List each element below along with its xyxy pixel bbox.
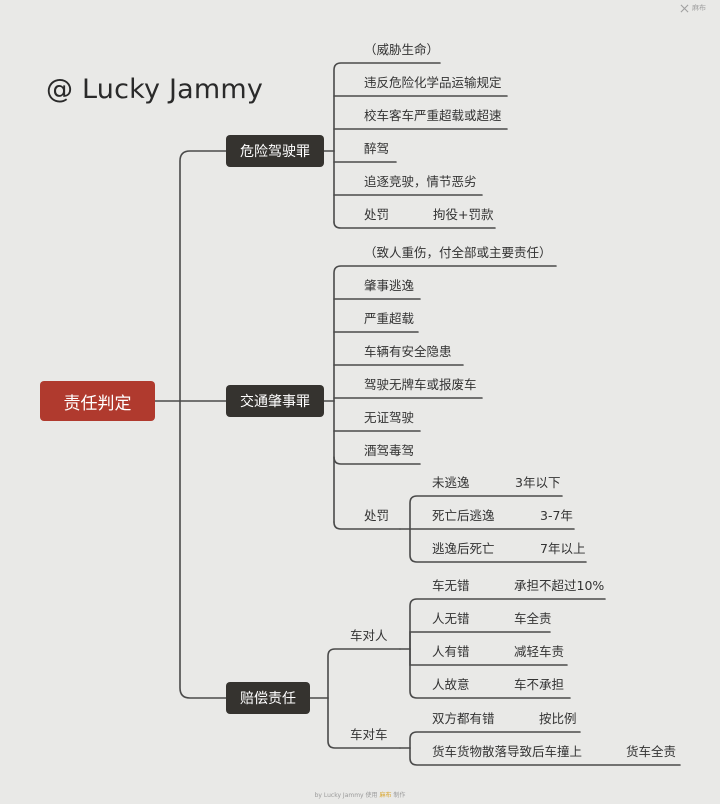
compensation-case: 人有错 — [432, 644, 470, 659]
penalty-term: 7年以上 — [540, 541, 586, 556]
branch-traffic-accident[interactable]: 交通肇事罪 — [226, 385, 324, 417]
compensation-result: 按比例 — [539, 711, 577, 726]
traffic-accident-item: 车辆有安全隐患 — [364, 344, 452, 359]
traffic-accident-item: 驾驶无牌车或报废车 — [364, 377, 477, 392]
car-vs-person-label: 车对人 — [350, 628, 388, 643]
app-logo: 麻布 — [680, 3, 706, 13]
penalty-case: 逃逸后死亡 — [432, 541, 495, 556]
branch-label: 危险驾驶罪 — [240, 144, 310, 160]
compensation-case: 人故意 — [432, 677, 470, 692]
penalty-case: 未逃逸 — [432, 475, 470, 490]
penalty-term: 3-7年 — [540, 508, 573, 523]
compensation-case: 货车货物散落导致后车撞上 — [432, 744, 583, 759]
compensation-case: 车无错 — [432, 578, 470, 593]
footer-prefix: by Lucky Jammy 使用 — [314, 792, 378, 799]
compensation-result: 货车全责 — [626, 744, 677, 759]
branch-label: 赔偿责任 — [240, 691, 296, 707]
traffic-accident-penalty-label: 处罚 — [364, 508, 390, 523]
traffic-accident-item: 严重超载 — [364, 311, 415, 326]
dangerous-driving-item: 违反危险化学品运输规定 — [364, 75, 502, 90]
dangerous-driving-note: （威胁生命） — [364, 42, 440, 57]
traffic-accident-note: （致人重伤，付全部或主要责任） — [364, 245, 552, 260]
branch-label: 交通肇事罪 — [240, 394, 310, 410]
car-vs-car-label: 车对车 — [350, 727, 388, 742]
root-node[interactable]: 责任判定 — [40, 381, 155, 421]
penalty-case: 死亡后逃逸 — [432, 508, 495, 523]
compensation-result: 承担不超过10% — [514, 578, 605, 593]
footer-suffix: 制作 — [393, 792, 406, 799]
footer-credit: by Lucky Jammy 使用 麻布 制作 — [0, 790, 720, 799]
root-label: 责任判定 — [63, 393, 132, 414]
penalty-term: 3年以下 — [515, 475, 561, 490]
dangerous-driving-penalty-label: 处罚 — [364, 207, 390, 222]
dangerous-driving-item: 醉驾 — [364, 141, 390, 156]
traffic-accident-item: 酒驾毒驾 — [364, 443, 415, 458]
dangerous-driving-penalty-value: 拘役+罚款 — [433, 207, 494, 222]
compensation-case: 双方都有错 — [432, 711, 495, 726]
dangerous-driving-item: 追逐竞驶，情节恶劣 — [364, 174, 477, 189]
footer-brand: 麻布 — [379, 792, 392, 799]
traffic-accident-item: 无证驾驶 — [364, 410, 415, 425]
author-watermark: @ Lucky Jammy — [46, 74, 264, 105]
dangerous-driving-item: 校车客车严重超载或超速 — [364, 108, 502, 123]
logo-label: 麻布 — [692, 4, 706, 12]
compensation-result: 车不承担 — [514, 677, 565, 692]
compensation-result: 车全责 — [514, 611, 552, 626]
branch-compensation[interactable]: 赔偿责任 — [226, 682, 310, 714]
traffic-accident-item: 肇事逃逸 — [364, 278, 415, 293]
compensation-result: 减轻车责 — [514, 644, 565, 659]
mindmap-logo-icon — [680, 4, 689, 12]
branch-dangerous-driving[interactable]: 危险驾驶罪 — [226, 135, 324, 167]
compensation-case: 人无错 — [432, 611, 470, 626]
